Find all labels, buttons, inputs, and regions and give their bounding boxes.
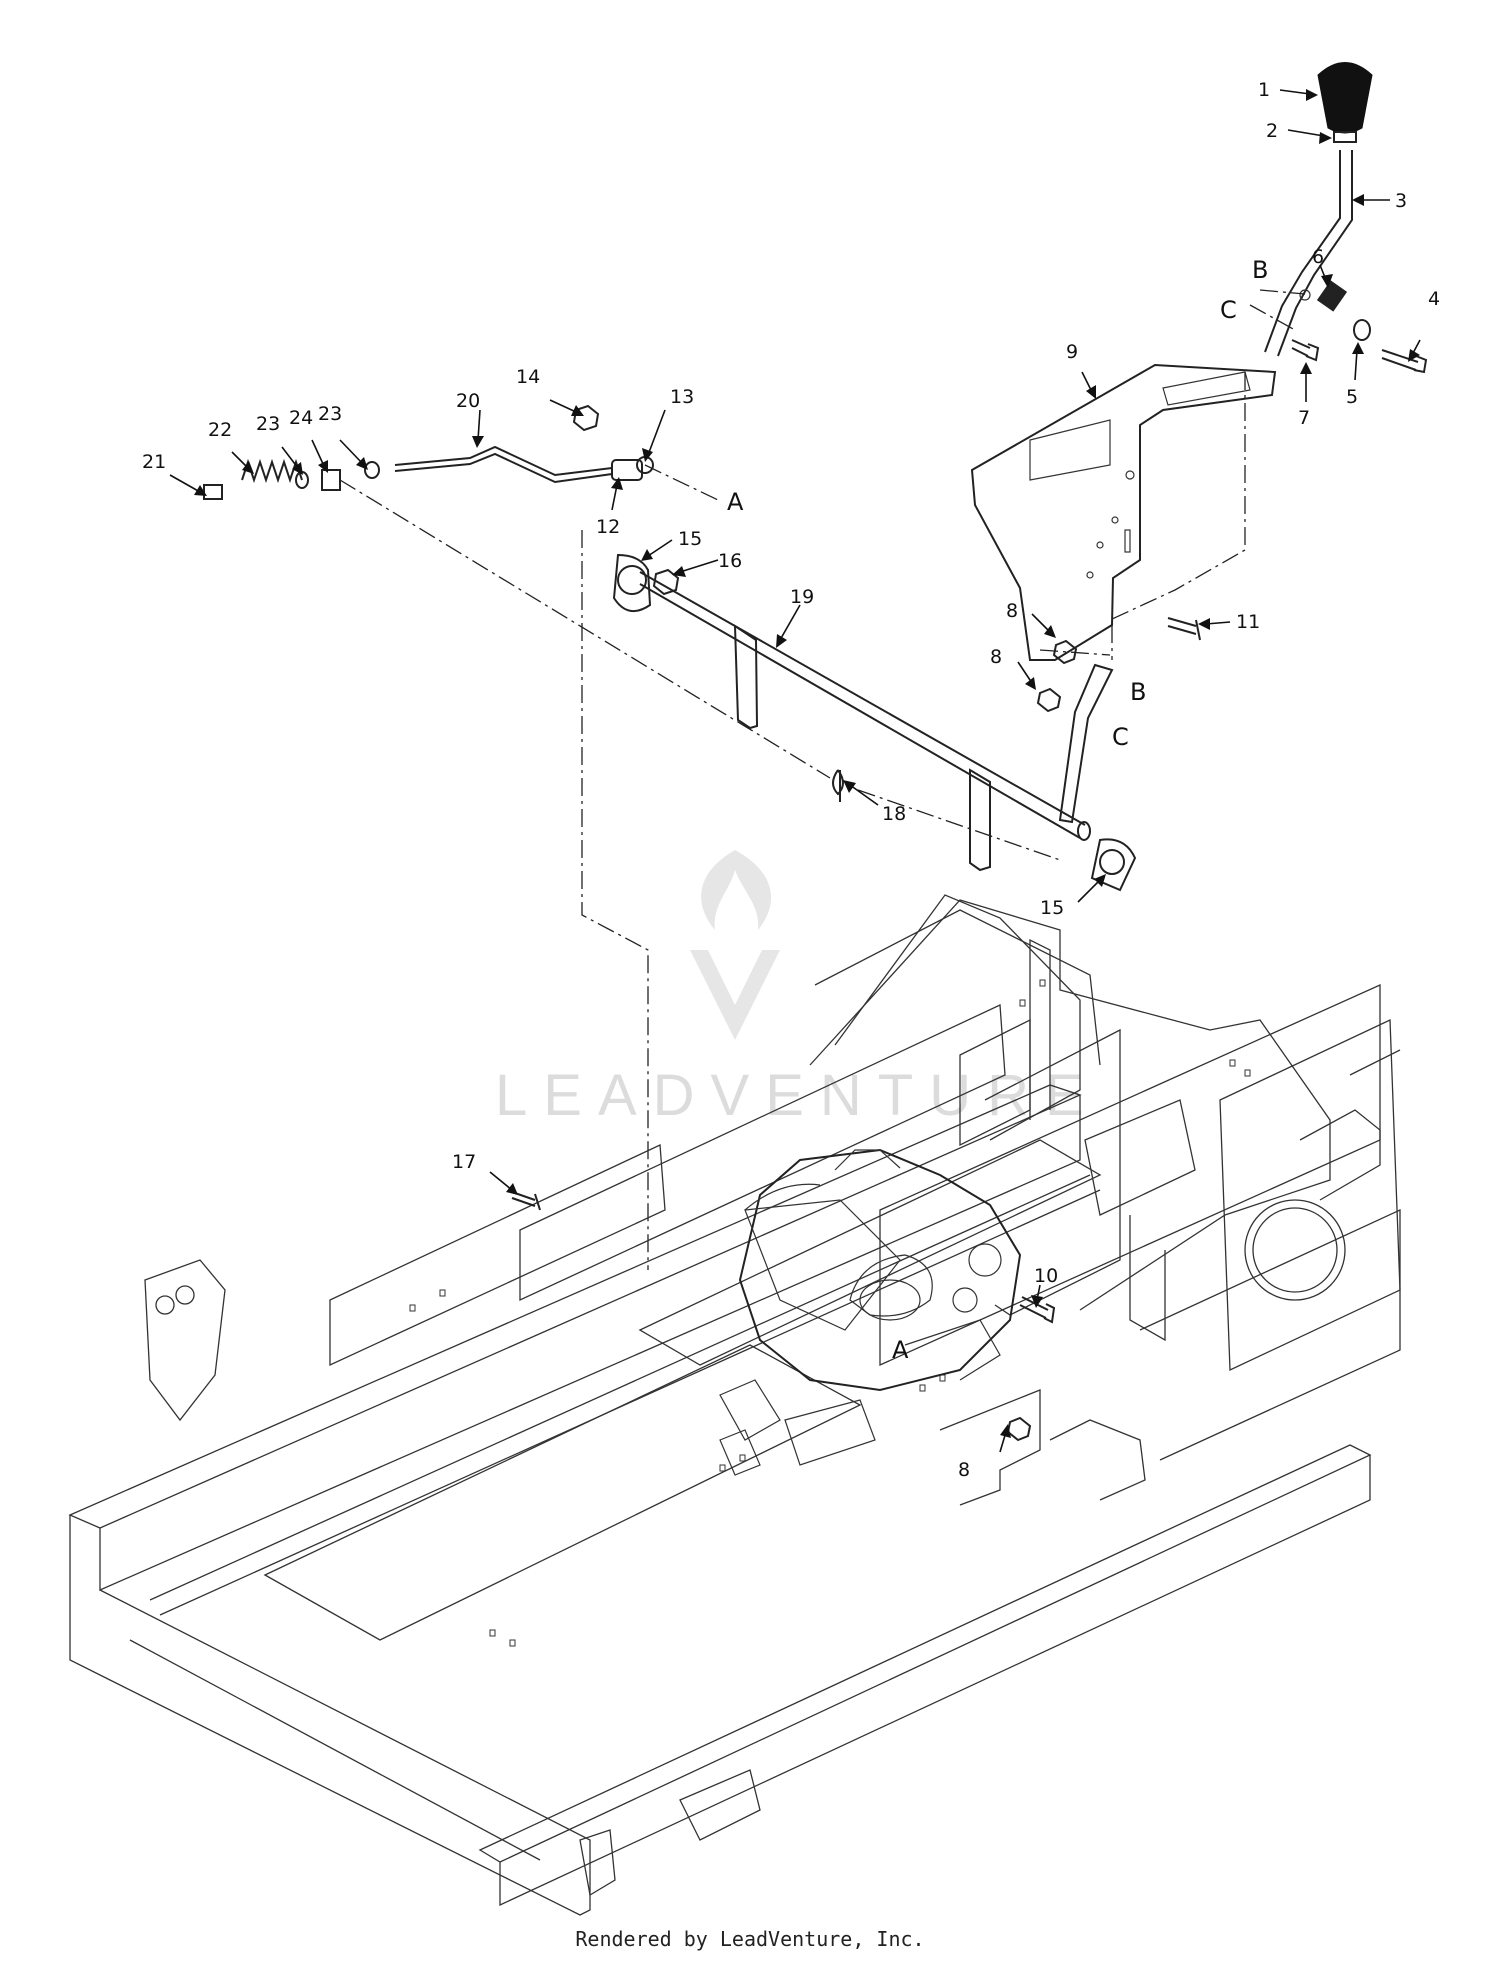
rod-ferrule [611, 459, 643, 481]
pivot-bearing-left [612, 553, 652, 613]
lever-knob [1317, 62, 1373, 134]
lever-bolt-4 [1381, 349, 1428, 374]
callout-12: 12 [596, 516, 620, 538]
ref-letter-a-top: A [727, 488, 744, 516]
control-rod [394, 445, 613, 484]
nut-14 [572, 404, 600, 432]
callout-15-upper: 15 [678, 528, 702, 550]
reference-lines [339, 289, 1306, 1270]
spring [241, 458, 303, 484]
footer-credit: Rendered by LeadVenture, Inc. [575, 1927, 925, 1951]
callout-8-upper: 8 [1006, 600, 1018, 622]
callout-23-right: 23 [318, 403, 342, 425]
shaft-arm-left [733, 624, 759, 730]
callout-16: 16 [718, 550, 742, 572]
cross-shaft [639, 571, 1086, 839]
callout-6: 6 [1312, 246, 1324, 268]
callout-labels: 1 2 3 4 5 6 7 8 8 8 9 10 11 12 13 14 15 … [142, 79, 1440, 1481]
nut-8-frame [1006, 1416, 1032, 1442]
callout-23-left: 23 [256, 413, 280, 435]
callout-8-middle: 8 [990, 646, 1002, 668]
callout-22: 22 [208, 419, 232, 441]
callout-8-frame: 8 [958, 1459, 970, 1481]
callout-arrows [169, 89, 1421, 1453]
callout-24: 24 [289, 407, 313, 429]
shaft-arm-right [1058, 663, 1114, 824]
transaxle-engine [719, 1148, 1022, 1476]
callout-9: 9 [1066, 341, 1078, 363]
callout-11: 11 [1236, 611, 1260, 633]
ref-letter-b-shaft: B [1130, 678, 1146, 706]
swivel-24 [321, 469, 341, 491]
lever-nut [1333, 131, 1357, 143]
callout-15-lower: 15 [1040, 897, 1064, 919]
callout-1: 1 [1258, 79, 1270, 101]
shaft-arm-center [969, 768, 991, 872]
callout-7: 7 [1298, 407, 1310, 429]
callout-2: 2 [1266, 120, 1278, 142]
pivot-bearing-right [1090, 838, 1137, 892]
callout-14: 14 [516, 366, 540, 388]
callout-17: 17 [452, 1151, 476, 1173]
ref-letter-a-frame: A [892, 1336, 909, 1364]
ref-letter-c-shaft: C [1112, 723, 1129, 751]
shift-lever [1264, 150, 1353, 357]
callout-20: 20 [456, 390, 480, 412]
callout-21: 21 [142, 451, 166, 473]
mounting-bracket [970, 363, 1277, 661]
nut-8-upper [1052, 639, 1078, 665]
callout-10: 10 [1034, 1265, 1058, 1287]
callout-3: 3 [1395, 190, 1407, 212]
lever-bolt-7 [1291, 339, 1320, 362]
nut-16 [652, 568, 680, 596]
nut-21 [203, 484, 223, 500]
ref-letter-c-lever: C [1220, 296, 1237, 324]
carriage-bolt-11 [1167, 617, 1201, 641]
nut-8-lower [1036, 687, 1062, 713]
callout-18: 18 [882, 803, 906, 825]
watermark-logo: LEADVENTURE [495, 850, 1100, 1128]
shift-lever-assembly [1264, 62, 1428, 374]
callout-5: 5 [1346, 386, 1358, 408]
callout-4: 4 [1428, 288, 1440, 310]
callout-13: 13 [670, 386, 694, 408]
ref-letter-b-lever: B [1252, 256, 1268, 284]
callout-19: 19 [790, 586, 814, 608]
lever-spacer [1316, 280, 1348, 312]
watermark-text: LEADVENTURE [495, 1063, 1100, 1128]
hairpin-clip [832, 769, 844, 802]
cross-shaft-assembly [612, 553, 1201, 892]
mower-chassis [68, 894, 1401, 1916]
